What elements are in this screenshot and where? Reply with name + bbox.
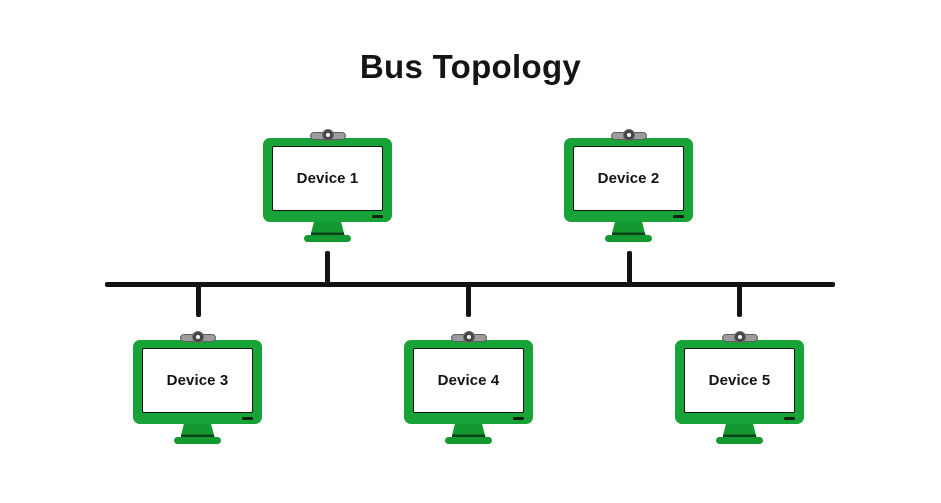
monitor-frame: Device 5 <box>675 340 804 424</box>
webcam-lens-icon <box>321 129 334 141</box>
monitor-stand-neck <box>722 424 757 437</box>
monitor-frame: Device 2 <box>564 138 693 222</box>
device-5-monitor: Device 5 <box>675 331 804 444</box>
device-label: Device 4 <box>437 372 500 389</box>
device-2-monitor: Device 2 <box>564 129 693 242</box>
drop-line-device-4 <box>466 285 471 317</box>
monitor-screen: Device 4 <box>413 348 524 413</box>
bus-backbone-line <box>105 282 835 287</box>
drop-line-device-2 <box>627 251 632 284</box>
diagram-title: Bus Topology <box>359 48 582 85</box>
device-label: Device 3 <box>166 372 229 389</box>
webcam-lens-icon <box>622 129 635 141</box>
monitor-stand-neck <box>310 222 345 235</box>
monitor-frame: Device 1 <box>263 138 392 222</box>
monitor-stand-base <box>174 437 221 444</box>
device-label: Device 2 <box>597 170 660 187</box>
monitor-stand-neck <box>180 424 215 437</box>
drop-line-device-1 <box>325 251 330 284</box>
webcam-icon <box>720 331 760 343</box>
webcam-lens-icon <box>191 331 204 343</box>
power-indicator-icon <box>784 417 795 420</box>
webcam-lens-icon <box>462 331 475 343</box>
monitor-frame: Device 4 <box>404 340 533 424</box>
power-indicator-icon <box>513 417 524 420</box>
monitor-stand-neck <box>451 424 486 437</box>
power-indicator-icon <box>673 215 684 218</box>
monitor-screen: Device 2 <box>573 146 684 211</box>
device-4-monitor: Device 4 <box>404 331 533 444</box>
device-label: Device 1 <box>296 170 359 187</box>
monitor-screen: Device 3 <box>142 348 253 413</box>
monitor-stand-base <box>605 235 652 242</box>
webcam-icon <box>178 331 218 343</box>
monitor-stand-base <box>445 437 492 444</box>
webcam-icon <box>609 129 649 141</box>
monitor-stand-neck <box>611 222 646 235</box>
device-label: Device 5 <box>708 372 771 389</box>
webcam-icon <box>449 331 489 343</box>
drop-line-device-5 <box>737 285 742 317</box>
device-3-monitor: Device 3 <box>133 331 262 444</box>
power-indicator-icon <box>242 417 253 420</box>
monitor-stand-base <box>304 235 351 242</box>
webcam-icon <box>308 129 348 141</box>
device-1-monitor: Device 1 <box>263 129 392 242</box>
power-indicator-icon <box>372 215 383 218</box>
drop-line-device-3 <box>196 285 201 317</box>
monitor-frame: Device 3 <box>133 340 262 424</box>
monitor-screen: Device 1 <box>272 146 383 211</box>
webcam-lens-icon <box>733 331 746 343</box>
monitor-screen: Device 5 <box>684 348 795 413</box>
monitor-stand-base <box>716 437 763 444</box>
